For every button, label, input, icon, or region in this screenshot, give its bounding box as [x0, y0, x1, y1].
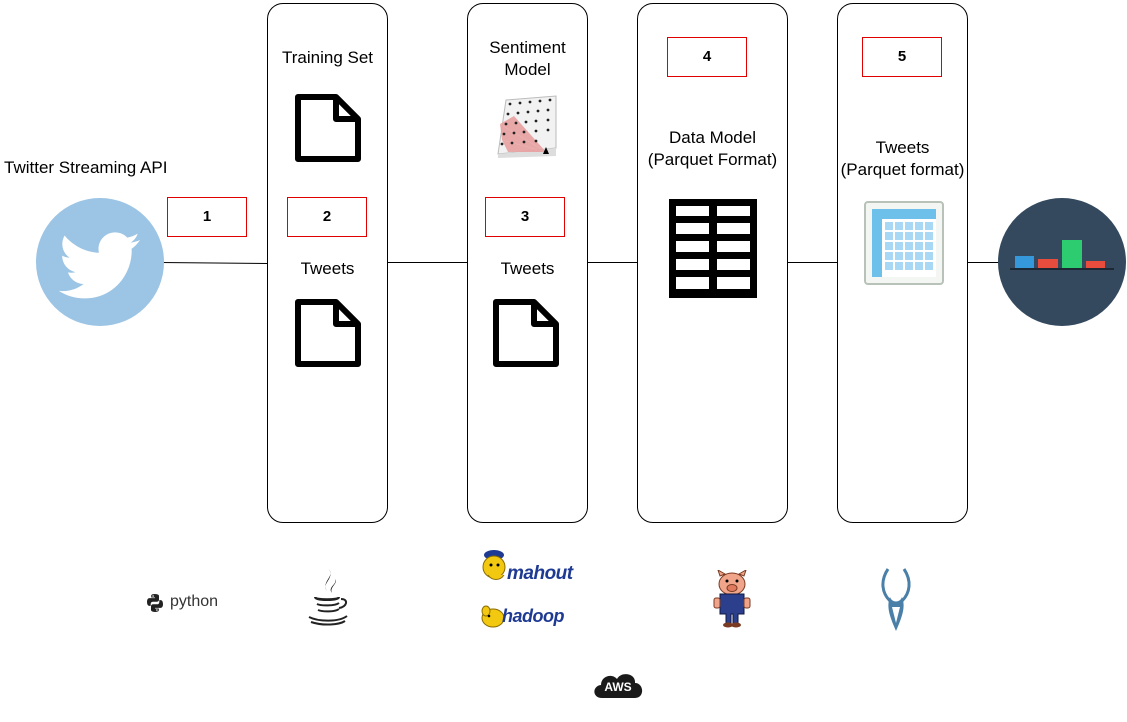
- connector-stage4-stage5: [787, 262, 838, 263]
- step-number-5: 5: [862, 37, 942, 77]
- step-number-4: 4: [667, 37, 747, 77]
- hadoop-text: hadoop: [502, 606, 565, 626]
- stage-sentiment: [467, 3, 588, 523]
- python-logo: python: [145, 592, 235, 614]
- step-number-1: 1: [167, 197, 247, 237]
- training-set-document-icon: [294, 93, 362, 163]
- stage2-title: Training Set: [281, 48, 374, 67]
- stage5-title-line1: Tweets: [875, 138, 930, 157]
- tweets-document-icon: [294, 298, 362, 368]
- step-number-2: 2: [287, 197, 367, 237]
- hadoop-logo: hadoop: [480, 602, 575, 630]
- connector-stage5-dashboard: [967, 262, 1001, 263]
- step-number-3: 3: [485, 197, 565, 237]
- stage-training: [267, 3, 388, 523]
- stage2-tweets-label: Tweets: [300, 259, 355, 278]
- impala-icon: [878, 567, 914, 633]
- mahout-text: mahout: [507, 563, 573, 584]
- mahout-logo: mahout: [480, 545, 575, 585]
- stage5-title-line2: (Parquet format): [840, 160, 965, 179]
- sentiment-model-icon: [494, 94, 560, 158]
- java-icon: [305, 567, 351, 627]
- stage3-title-line1: Sentiment: [489, 38, 566, 57]
- python-text: python: [170, 593, 219, 610]
- aws-logo: AWS: [590, 668, 646, 700]
- connector-twitter-stage2: [159, 262, 269, 264]
- pig-icon: [712, 568, 752, 628]
- bar-chart-icon: [998, 198, 1126, 326]
- stage4-title-line1: Data Model: [669, 128, 756, 147]
- grid-icon: [864, 201, 944, 285]
- tweets-document-icon: [492, 298, 560, 368]
- source-label: Twitter Streaming API: [4, 158, 168, 177]
- twitter-bird-icon: [36, 198, 164, 326]
- stage3-tweets-label: Tweets: [500, 259, 555, 278]
- connector-stage2-stage3: [387, 262, 468, 263]
- stage4-title-line2: (Parquet Format): [647, 150, 778, 169]
- connector-stage3-stage4: [587, 262, 638, 263]
- aws-text: AWS: [604, 680, 632, 694]
- stage3-title-line2: Model: [504, 60, 551, 79]
- table-icon: [669, 199, 757, 298]
